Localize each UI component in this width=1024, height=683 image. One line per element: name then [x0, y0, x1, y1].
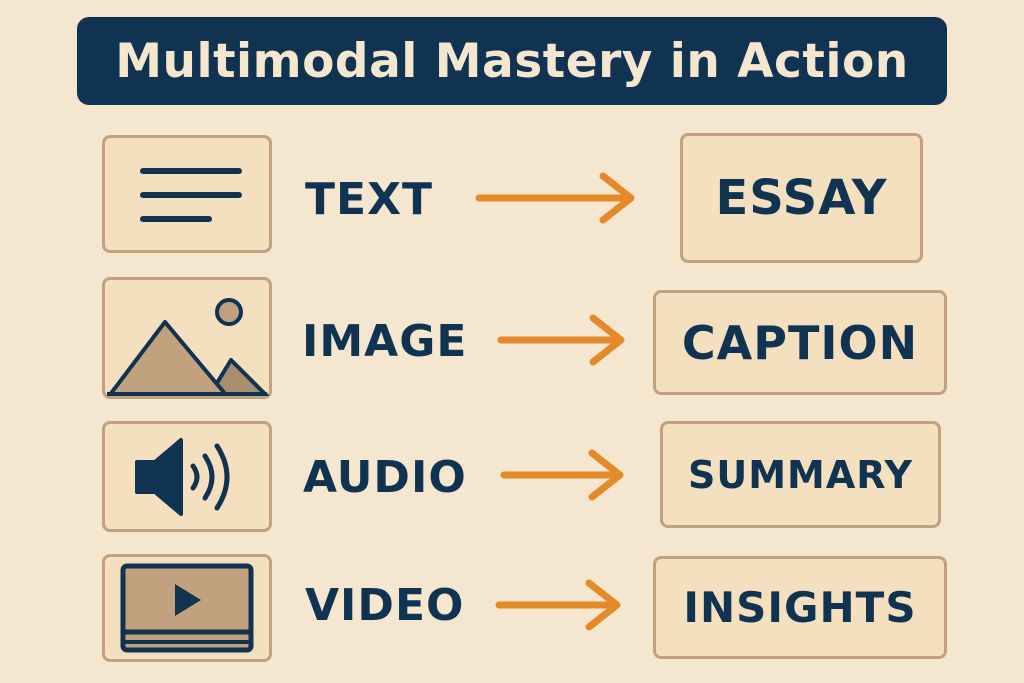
input-label-image: IMAGE — [302, 316, 468, 367]
input-label-video: VIDEO — [305, 580, 465, 631]
title-banner: Multimodal Mastery in Action — [77, 17, 947, 105]
text-icon-box — [102, 135, 272, 253]
image-icon-box — [102, 277, 272, 399]
arrow-icon — [475, 172, 635, 224]
arrow-icon — [495, 579, 621, 631]
output-label-essay: ESSAY — [715, 170, 888, 226]
output-label-insights: INSIGHTS — [683, 583, 917, 632]
output-box-summary: SUMMARY — [660, 421, 941, 528]
input-label-text: TEXT — [305, 174, 434, 225]
arrow-icon — [497, 314, 625, 366]
output-box-insights: INSIGHTS — [653, 556, 947, 659]
text-lines-icon — [140, 168, 242, 222]
video-player-icon — [120, 563, 254, 653]
image-icon — [107, 298, 269, 396]
output-box-essay: ESSAY — [680, 133, 923, 263]
input-label-audio: AUDIO — [303, 452, 467, 503]
output-label-caption: CAPTION — [681, 315, 919, 370]
video-icon-box — [102, 554, 272, 662]
speaker-icon — [135, 437, 230, 516]
page-title: Multimodal Mastery in Action — [115, 33, 909, 89]
arrow-icon — [500, 449, 624, 501]
audio-icon-box — [102, 421, 272, 532]
output-label-summary: SUMMARY — [688, 452, 913, 497]
output-box-caption: CAPTION — [653, 290, 947, 395]
